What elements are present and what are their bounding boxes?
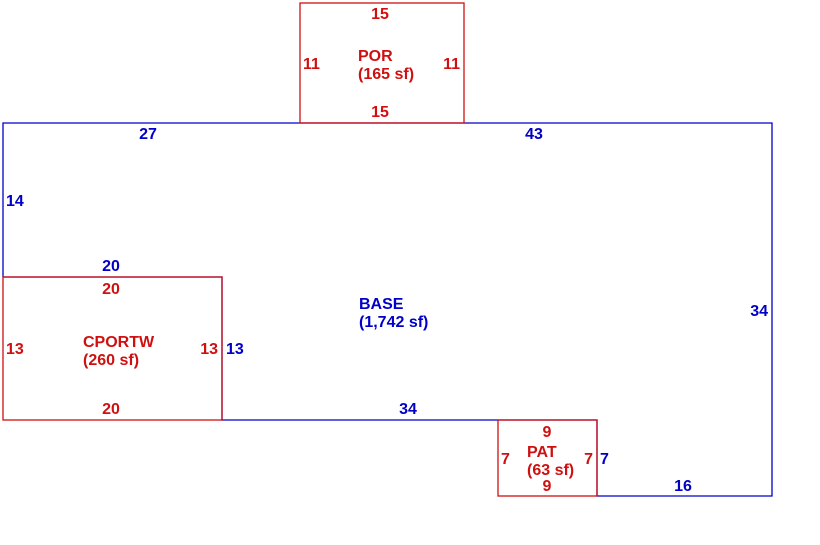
cportw-dim-bottom: 20 [102, 401, 120, 418]
cportw-dim-left: 13 [6, 341, 24, 358]
pat-dim-right: 7 [584, 451, 593, 468]
cportw-area-label: (260 sf) [83, 352, 139, 369]
por-outline [299, 2, 465, 124]
base-area-label: (1,742 sf) [359, 314, 428, 331]
cportw-name-label: CPORTW [83, 334, 155, 351]
base-dim-top-right: 43 [525, 126, 543, 143]
base-dim-step-top: 20 [102, 258, 120, 275]
base-dim-bottom-right: 16 [674, 478, 692, 495]
por-dim-right: 11 [443, 56, 460, 73]
por-name-label: POR [358, 48, 393, 65]
cportw-outline [2, 276, 223, 421]
por-dim-top: 15 [371, 6, 389, 23]
pat-name-label: PAT [527, 444, 557, 461]
por-area-label: (165 sf) [358, 66, 414, 83]
base-name-label: BASE [359, 296, 404, 313]
por-dim-left: 11 [303, 56, 320, 73]
pat-dim-bottom: 9 [543, 478, 552, 495]
por-dim-bottom: 15 [371, 104, 389, 121]
base-dim-top-left: 27 [139, 126, 157, 143]
pat-outline [497, 419, 598, 497]
pat-dim-left: 7 [501, 451, 510, 468]
pat-dim-top: 9 [543, 424, 552, 441]
cportw-dim-right: 13 [200, 341, 218, 358]
pat-area-label: (63 sf) [527, 462, 574, 479]
cportw-dim-top: 20 [102, 281, 120, 298]
base-dim-bottom-middle: 34 [399, 401, 417, 418]
base-dim-left-upper: 14 [6, 193, 24, 210]
base-dim-right: 34 [750, 303, 768, 320]
base-dim-pat-side: 7 [600, 451, 609, 468]
base-dim-step-side: 13 [226, 341, 244, 358]
